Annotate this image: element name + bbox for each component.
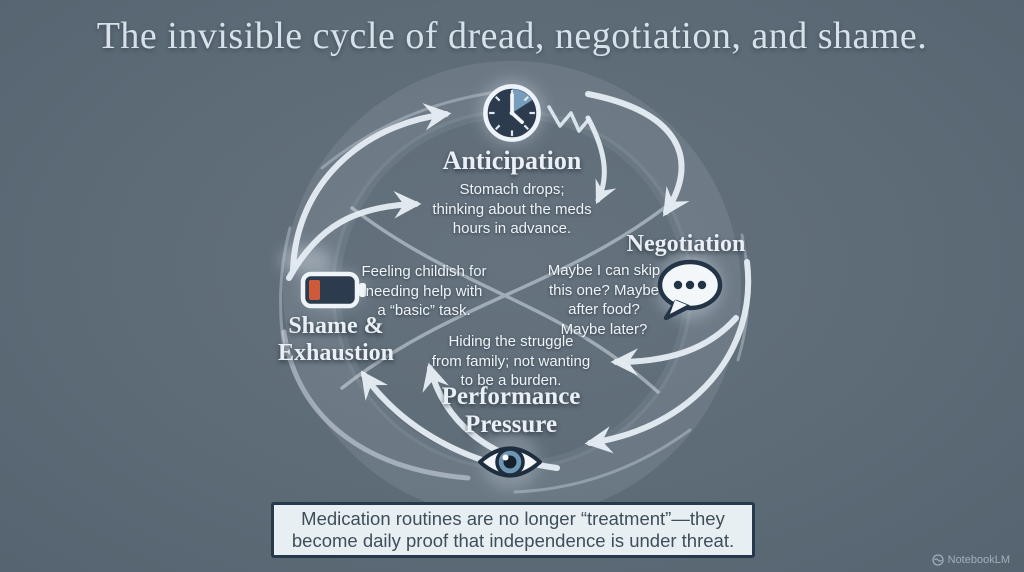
low-battery-icon bbox=[300, 268, 368, 312]
eye-icon bbox=[477, 440, 543, 484]
flow-arrows bbox=[281, 91, 752, 481]
stage-label-anticipation: Anticipation bbox=[442, 146, 582, 175]
caption-box: Medication routines are no longer “treat… bbox=[271, 502, 755, 558]
stage-desc-shame-exhaustion: Feeling childish for needing help with a… bbox=[361, 263, 487, 319]
stage-label-negotiation: Negotiation bbox=[626, 231, 746, 257]
squiggle-line bbox=[547, 105, 591, 133]
notebooklm-logo-icon bbox=[931, 554, 944, 566]
speech-bubble-icon bbox=[654, 258, 726, 322]
stage-label-performance-pressure: Performance Pressure bbox=[441, 383, 581, 438]
watermark-label: NotebookLM bbox=[947, 554, 1010, 566]
stage-desc-performance-pressure: Hiding the struggle from family; not wan… bbox=[431, 333, 591, 389]
page-title: The invisible cycle of dread, negotiatio… bbox=[96, 15, 928, 57]
clock-icon bbox=[479, 80, 545, 146]
stage-desc-anticipation: Stomach drops; thinking about the meds h… bbox=[432, 181, 592, 237]
watermark: NotebookLM bbox=[931, 554, 1010, 566]
stage-desc-negotiation: Maybe I can skip this one? Maybe after f… bbox=[547, 262, 661, 338]
stage-label-shame-exhaustion: Shame & Exhaustion bbox=[277, 313, 395, 366]
